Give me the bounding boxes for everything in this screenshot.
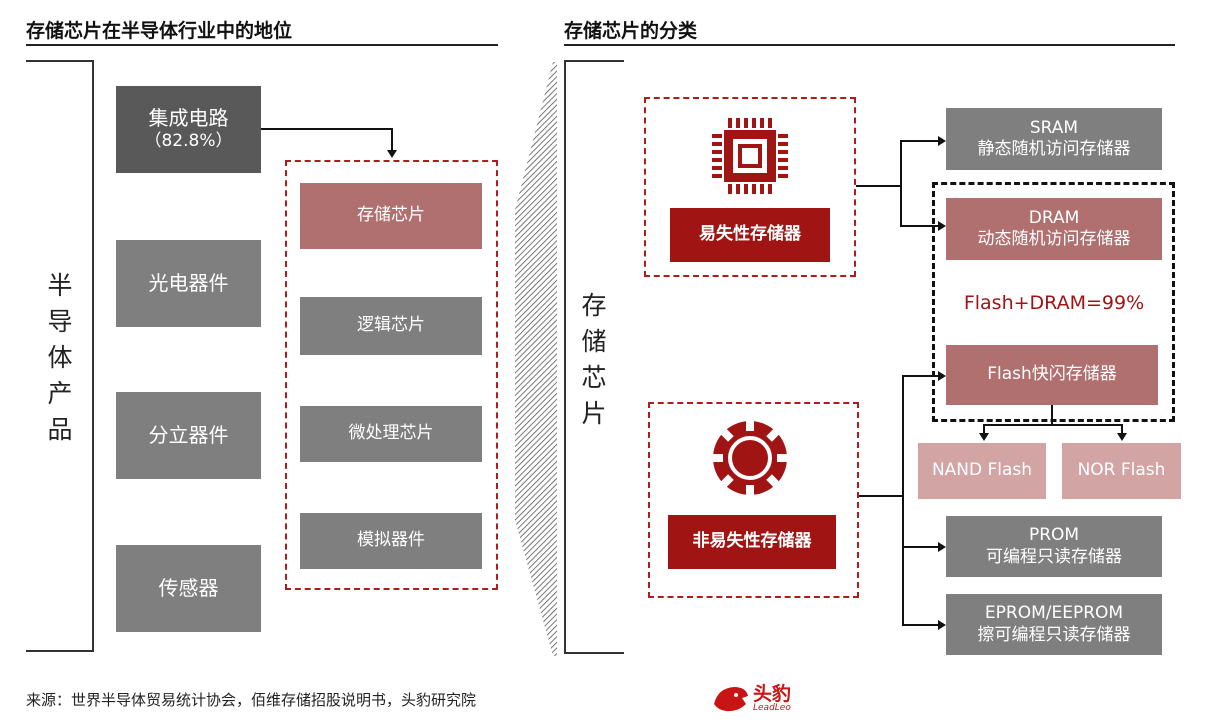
connector-flash-down (1051, 405, 1053, 425)
nor-flash-box: NOR Flash (1062, 443, 1181, 499)
brand-logo: 头豹 LeadLeo (712, 684, 791, 714)
connector-ic-horizontal (261, 128, 392, 130)
arrow-down-icon (979, 433, 989, 441)
connector-to-flash (902, 375, 940, 377)
connector-to-nor (1121, 424, 1123, 434)
right-title-rule (564, 44, 1175, 46)
connector-to-prom (902, 546, 940, 548)
connector-to-nand (983, 424, 985, 434)
category-integrated-circuit: 集成电路 （82.8%） (116, 86, 261, 173)
left-bracket (26, 60, 94, 652)
brand-name-en: LeadLeo (753, 703, 791, 713)
arrow-right-icon (938, 371, 946, 381)
connector-to-eprom (902, 624, 940, 626)
arrow-right-icon (938, 221, 946, 231)
memory-chip-label: 存 储 芯 片 (581, 291, 607, 428)
volatile-memory-label: 易失性存储器 (670, 208, 830, 262)
right-section-title: 存储芯片的分类 (564, 20, 698, 42)
category-sensors: 传感器 (116, 545, 261, 632)
arrow-down-icon (387, 150, 397, 158)
left-title-rule (26, 44, 498, 46)
connector-volatile-vertical (900, 140, 902, 226)
leopard-logo-icon (714, 687, 748, 712)
ic-item-memory-chip: 存储芯片 (300, 183, 482, 249)
connector-ic-vertical (391, 128, 393, 152)
connector-to-dram (900, 225, 940, 227)
connector-volatile-out (856, 185, 902, 187)
dram-box: DRAM 动态随机访问存储器 (946, 198, 1162, 260)
chip-icon (712, 118, 788, 194)
source-note: 来源：世界半导体贸易统计协会，佰维存储招股说明书，头豹研究院 (26, 691, 477, 709)
left-section-title: 存储芯片在半导体行业中的地位 (26, 20, 293, 42)
category-discrete-devices: 分立器件 (116, 392, 261, 479)
brand-name-cn: 头豹 (753, 683, 792, 705)
prom-box: PROM 可编程只读存储器 (946, 516, 1162, 577)
ic-subcategory-group (285, 160, 498, 590)
semiconductor-products-label: 半 导 体 产 品 (47, 271, 73, 444)
eprom-box: EPROM/EEPROM 擦可编程只读存储器 (946, 594, 1162, 655)
arrow-right-icon (938, 542, 946, 552)
nonvolatile-memory-label: 非易失性存储器 (668, 515, 836, 569)
connector-flash-split (983, 424, 1123, 426)
nonvolatile-group (648, 402, 859, 598)
arrow-right-icon (938, 620, 946, 630)
flash-dram-group (932, 182, 1175, 422)
sram-box: SRAM 静态随机访问存储器 (946, 108, 1162, 170)
category-optoelectronics: 光电器件 (116, 240, 261, 327)
arrow-down-icon (1117, 433, 1127, 441)
connector-nonvolatile-vertical (902, 375, 904, 625)
nand-flash-box: NAND Flash (918, 443, 1046, 499)
flash-box: Flash快闪存储器 (946, 345, 1158, 405)
poker-chip-icon (713, 421, 787, 495)
connector-nonvolatile-out (859, 495, 903, 497)
right-bracket (564, 60, 624, 654)
ic-item-analog-device: 模拟器件 (300, 513, 482, 569)
ic-item-logic-chip: 逻辑芯片 (300, 297, 482, 355)
volatile-group (644, 97, 856, 277)
connector-to-sram (900, 140, 940, 142)
arrow-right-icon (938, 136, 946, 146)
zoom-wedge (515, 62, 557, 656)
flash-dram-share-label: Flash+DRAM=99% (963, 292, 1145, 314)
ic-item-microprocessor: 微处理芯片 (300, 406, 482, 462)
